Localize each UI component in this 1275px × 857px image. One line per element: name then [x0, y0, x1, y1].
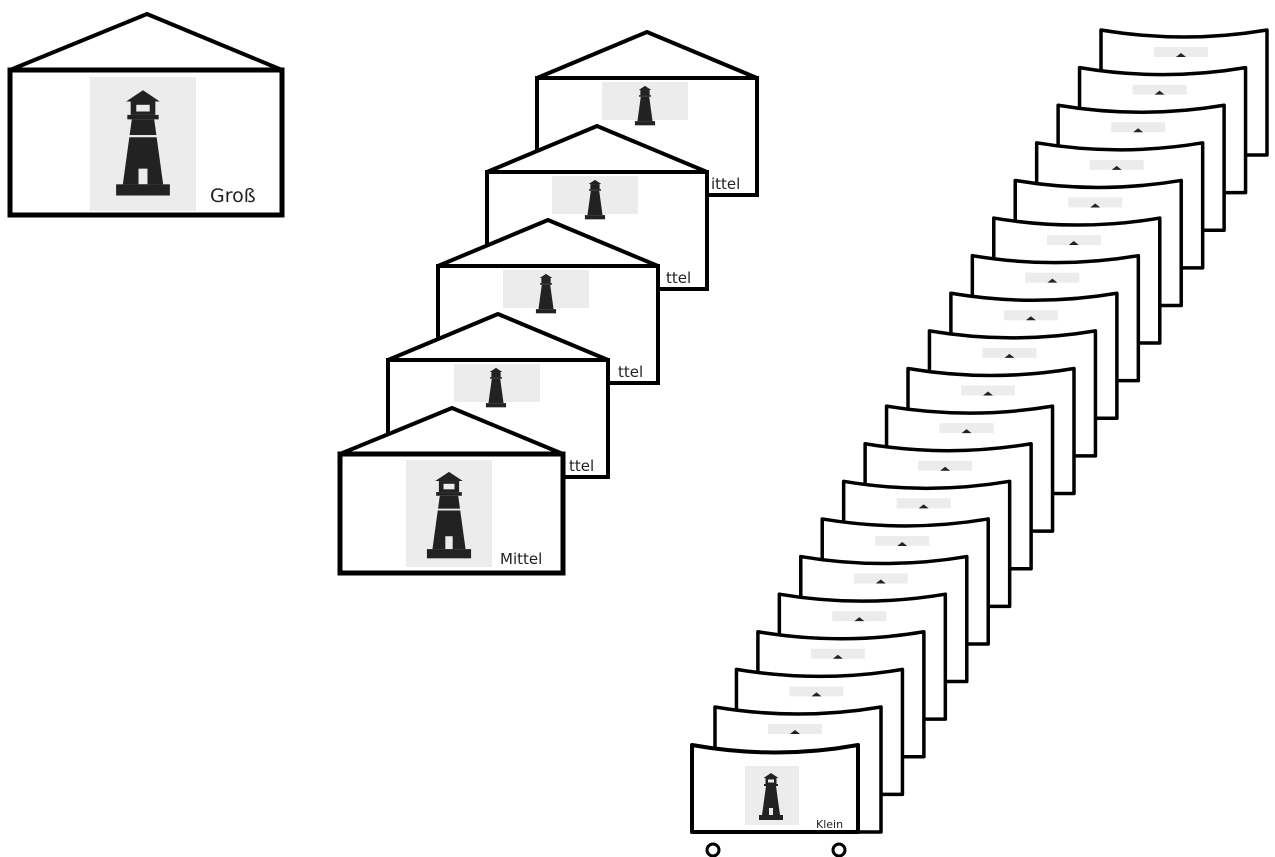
large-house-roof: [10, 14, 282, 70]
large-label: Groß: [210, 185, 256, 207]
small-wagon-front: Klein: [692, 745, 858, 856]
medium-partial-label: ttel: [618, 363, 643, 381]
wheel-icon: [707, 844, 719, 856]
medium-stack: ittel ttel: [340, 32, 757, 573]
medium-partial-label: ttel: [569, 457, 594, 475]
large-house: Groß: [10, 14, 282, 215]
medium-partial-label: ittel: [711, 175, 740, 193]
wheel-icon: [833, 844, 845, 856]
medium-partial-label: ttel: [666, 269, 691, 287]
small-label: Klein: [816, 818, 843, 831]
medium-label: Mittel: [500, 550, 542, 568]
small-stack: [715, 30, 1267, 832]
